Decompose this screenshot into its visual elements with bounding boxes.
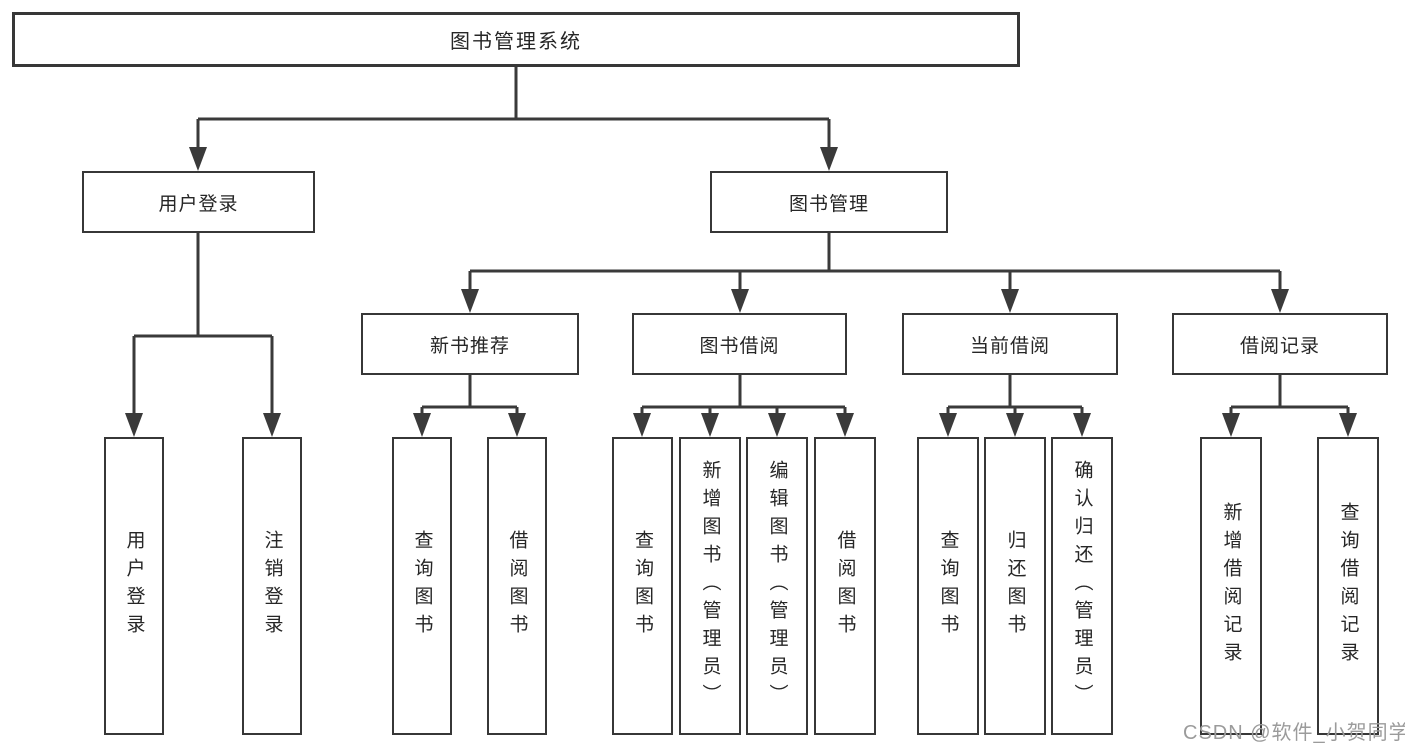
arrow-down-icon — [633, 413, 651, 437]
node-book-management: 图书管理 — [710, 171, 948, 233]
node-label: 借阅图书 — [506, 530, 528, 642]
node-label: 借阅图书 — [834, 530, 856, 642]
csdn-watermark: CSDN @软件_小贺同学 — [1183, 722, 1405, 744]
arrow-down-icon — [1006, 413, 1024, 437]
node-label: 当前借阅 — [969, 335, 1050, 357]
leaf-user-login: 用户登录 — [104, 437, 164, 735]
connector-newrec-to-leaves — [420, 375, 519, 415]
leaf-return-books: 归还图书 — [984, 437, 1046, 735]
connector-records-to-leaves — [1229, 375, 1350, 415]
connector-current-to-leaves — [946, 375, 1084, 415]
node-label: 新书推荐 — [429, 335, 510, 357]
node-label: 图书管理 — [788, 193, 869, 215]
node-book-borrow: 图书借阅 — [632, 313, 847, 375]
arrow-down-icon — [1073, 413, 1091, 437]
arrow-down-icon — [939, 413, 957, 437]
leaf-add-borrow-record: 新增借阅记录 — [1200, 437, 1262, 735]
node-label: 用户登录 — [158, 193, 239, 215]
leaf-confirm-return-admin: 确认归还（管理员） — [1051, 437, 1113, 735]
arrow-down-icon — [1222, 413, 1240, 437]
arrow-down-icon — [263, 413, 281, 437]
node-user-login: 用户登录 — [82, 171, 315, 233]
node-label: 编辑图书（管理员） — [766, 460, 788, 712]
leaf-query-books: 查询图书 — [612, 437, 673, 735]
arrow-down-icon — [189, 147, 207, 171]
connector-mgmt-to-level2 — [468, 233, 1282, 291]
arrow-down-icon — [461, 289, 479, 313]
arrow-down-icon — [731, 289, 749, 313]
node-label: 新增借阅记录 — [1220, 502, 1242, 670]
node-label: 查询图书 — [937, 530, 959, 642]
leaf-add-books-admin: 新增图书（管理员） — [679, 437, 741, 735]
node-root-system: 图书管理系统 — [12, 12, 1020, 67]
connector-login-to-leaves — [132, 233, 274, 414]
node-label: 查询图书 — [632, 530, 653, 642]
arrow-down-icon — [1271, 289, 1289, 313]
node-label: 图书管理系统 — [450, 31, 582, 53]
node-label: 新增图书（管理员） — [699, 460, 721, 712]
node-label: 用户登录 — [123, 530, 145, 642]
node-current-borrow: 当前借阅 — [902, 313, 1118, 375]
arrow-down-icon — [836, 413, 854, 437]
node-label: 归还图书 — [1004, 530, 1026, 642]
node-label: 借阅记录 — [1239, 335, 1320, 357]
arrow-down-icon — [1339, 413, 1357, 437]
connector-borrow-to-leaves — [640, 375, 847, 415]
node-borrow-records: 借阅记录 — [1172, 313, 1388, 375]
leaf-logout: 注销登录 — [242, 437, 302, 735]
node-label: 注销登录 — [261, 530, 283, 642]
node-label: 查询借阅记录 — [1337, 502, 1359, 670]
arrow-down-icon — [1001, 289, 1019, 313]
leaf-query-borrow-record: 查询借阅记录 — [1317, 437, 1379, 735]
arrow-down-icon — [413, 413, 431, 437]
arrow-down-icon — [125, 413, 143, 437]
arrow-down-icon — [508, 413, 526, 437]
connector-root-to-level1 — [196, 67, 831, 150]
node-new-book-recommend: 新书推荐 — [361, 313, 579, 375]
node-label: 确认归还（管理员） — [1071, 460, 1093, 712]
leaf-borrow-books: 借阅图书 — [487, 437, 547, 735]
node-label: 查询图书 — [411, 530, 433, 642]
leaf-query-books: 查询图书 — [392, 437, 452, 735]
leaf-edit-books-admin: 编辑图书（管理员） — [746, 437, 808, 735]
node-label: 图书借阅 — [699, 335, 780, 357]
arrow-down-icon — [768, 413, 786, 437]
leaf-query-books: 查询图书 — [917, 437, 979, 735]
arrow-down-icon — [701, 413, 719, 437]
arrow-down-icon — [820, 147, 838, 171]
leaf-borrow-books: 借阅图书 — [814, 437, 876, 735]
